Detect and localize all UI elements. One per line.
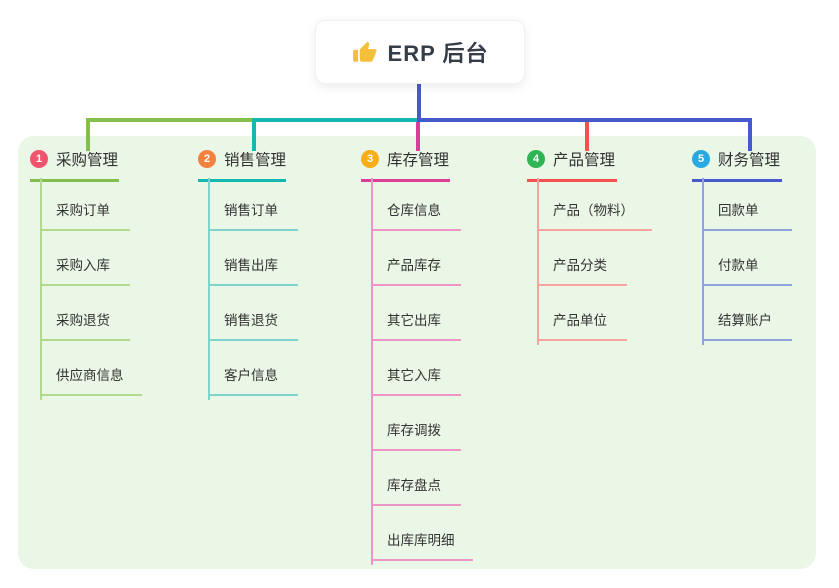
branch-label-finance: 财务管理 — [718, 152, 781, 169]
connector-product-drop — [585, 118, 589, 151]
node-customer-info[interactable]: 客户信息 — [208, 366, 298, 396]
branch-title-inventory[interactable]: 3 库存管理 — [361, 148, 450, 182]
branch-children-line — [40, 178, 42, 400]
badge-3: 3 — [361, 150, 379, 168]
node-product-material[interactable]: 产品（物料） — [537, 201, 652, 231]
node-sales-order[interactable]: 销售订单 — [208, 201, 298, 231]
node-product-stock[interactable]: 产品库存 — [371, 256, 461, 286]
branch-children-line — [371, 178, 373, 565]
connector-finance-horizontal — [419, 118, 752, 122]
branch-purchase: 1 采购管理 采购订单 采购入库 采购退货 供应商信息 — [30, 148, 142, 400]
root-node[interactable]: ERP 后台 — [315, 20, 525, 84]
branch-finance: 5 财务管理 回款单 付款单 结算账户 — [692, 148, 792, 345]
node-outbound-detail[interactable]: 出库库明细 — [371, 531, 473, 561]
node-product-category[interactable]: 产品分类 — [537, 256, 627, 286]
branch-product: 4 产品管理 产品（物料） 产品分类 产品单位 — [527, 148, 652, 345]
node-other-outbound[interactable]: 其它出库 — [371, 311, 461, 341]
branch-sales: 2 销售管理 销售订单 销售出库 销售退货 客户信息 — [198, 148, 298, 400]
branch-inventory: 3 库存管理 仓库信息 产品库存 其它出库 其它入库 库存调拨 库存盘点 出库库… — [361, 148, 473, 565]
node-sales-return[interactable]: 销售退货 — [208, 311, 298, 341]
background-panel — [18, 136, 816, 569]
connector-purchase-drop — [86, 118, 90, 151]
node-supplier-info[interactable]: 供应商信息 — [40, 366, 142, 396]
branch-children-line — [702, 178, 704, 345]
connector-inventory-drop — [416, 118, 420, 151]
badge-5: 5 — [692, 150, 710, 168]
branch-title-purchase[interactable]: 1 采购管理 — [30, 148, 119, 182]
connector-sales-horizontal — [252, 118, 419, 122]
branch-label-product: 产品管理 — [553, 152, 616, 169]
node-settlement-account[interactable]: 结算账户 — [702, 311, 792, 341]
node-purchase-return[interactable]: 采购退货 — [40, 311, 130, 341]
thumbs-up-icon — [352, 39, 378, 65]
branch-label-inventory: 库存管理 — [387, 152, 450, 169]
node-receipt-slip[interactable]: 回款单 — [702, 201, 792, 231]
node-stock-count[interactable]: 库存盘点 — [371, 476, 461, 506]
badge-4: 4 — [527, 150, 545, 168]
node-payment-slip[interactable]: 付款单 — [702, 256, 792, 286]
badge-1: 1 — [30, 150, 48, 168]
node-stock-transfer[interactable]: 库存调拨 — [371, 421, 461, 451]
badge-2: 2 — [198, 150, 216, 168]
root-title: ERP 后台 — [387, 41, 489, 66]
branch-children-line — [208, 178, 210, 400]
node-purchase-inbound[interactable]: 采购入库 — [40, 256, 130, 286]
connector-sales-drop — [252, 118, 256, 151]
node-product-unit[interactable]: 产品单位 — [537, 311, 627, 341]
branch-label-sales: 销售管理 — [224, 152, 287, 169]
connector-finance-drop — [748, 118, 752, 151]
branch-title-finance[interactable]: 5 财务管理 — [692, 148, 782, 182]
connector-root-stem — [417, 83, 421, 122]
node-other-inbound[interactable]: 其它入库 — [371, 366, 461, 396]
node-sales-outbound[interactable]: 销售出库 — [208, 256, 298, 286]
branch-title-sales[interactable]: 2 销售管理 — [198, 148, 286, 182]
branch-children-line — [537, 178, 539, 345]
node-purchase-order[interactable]: 采购订单 — [40, 201, 130, 231]
branch-label-purchase: 采购管理 — [56, 152, 119, 169]
branch-title-product[interactable]: 4 产品管理 — [527, 148, 617, 182]
node-warehouse-info[interactable]: 仓库信息 — [371, 201, 461, 231]
